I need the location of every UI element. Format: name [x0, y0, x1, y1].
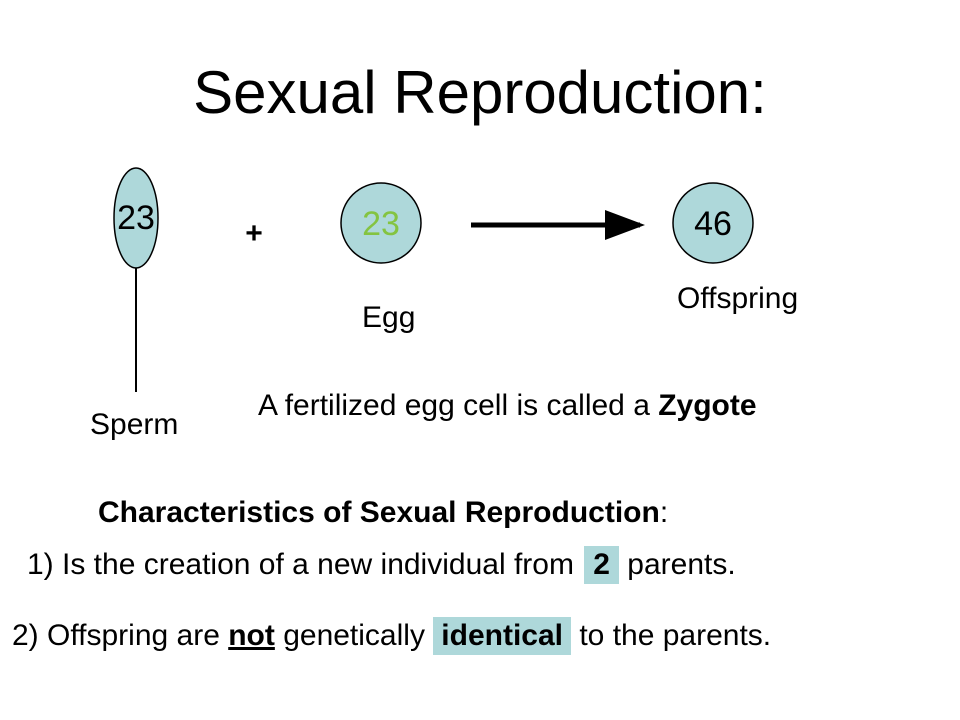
offspring-cell [672, 182, 754, 264]
item2-suffix: to the parents. [571, 619, 772, 652]
item2-answer-blank: identical [433, 617, 571, 655]
plus-sign: + [245, 217, 263, 250]
offspring-chromosome-number: 46 [694, 205, 732, 243]
characteristic-item-2: 2) Offspring are not genetically identic… [12, 617, 771, 655]
sperm-chromosome-number: 23 [117, 199, 155, 237]
characteristics-heading: Characteristics of Sexual Reproduction: [98, 496, 668, 530]
item2-middle: genetically [274, 619, 434, 652]
item1-suffix: parents. [618, 548, 736, 581]
item1-answer-blank: 2 [584, 546, 619, 584]
characteristic-item-1: 1) Is the creation of a new individual f… [27, 546, 736, 584]
egg-label: Egg [362, 301, 416, 334]
sperm-head [113, 167, 159, 269]
item1-prefix: 1) Is the creation of a new individual f… [27, 548, 583, 581]
slide-title: Sexual Reproduction: [193, 59, 767, 126]
characteristics-heading-colon: : [659, 496, 669, 529]
offspring-label: Offspring [677, 282, 799, 315]
item2-prefix: 2) Offspring are [12, 619, 229, 652]
sperm-label: Sperm [90, 408, 179, 441]
zygote-term: Zygote [658, 389, 757, 422]
characteristics-heading-text: Characteristics of Sexual Reproduction [98, 496, 660, 529]
egg-chromosome-number: 23 [362, 205, 400, 243]
item2-emphasis: not [228, 619, 275, 652]
zygote-text: A fertilized egg cell is called a [258, 389, 659, 422]
zygote-statement: A fertilized egg cell is called a Zygote [258, 389, 757, 423]
egg-cell [340, 182, 422, 264]
